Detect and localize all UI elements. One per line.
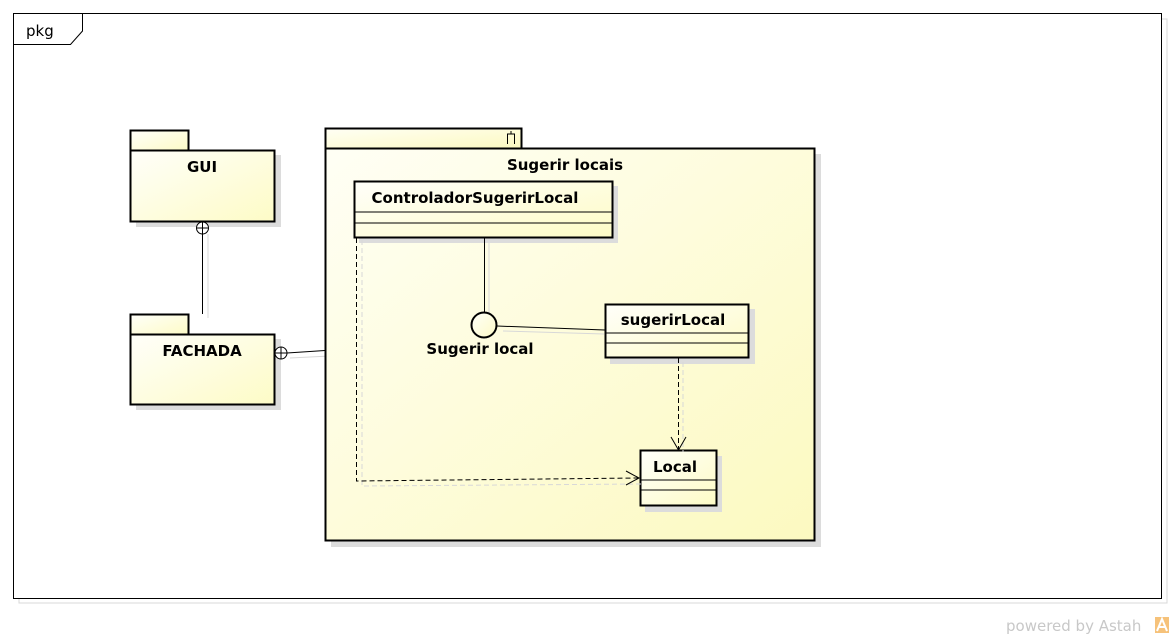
class-local[interactable]: Local — [639, 449, 723, 513]
dependency-sugerir-local — [670, 358, 687, 452]
package-gui[interactable]: GUI — [129, 129, 282, 228]
subsystem-icon — [507, 131, 515, 144]
dependency-controlador-local — [356, 238, 644, 487]
astah-logo-icon — [1155, 616, 1169, 633]
gui-fachada-nesting — [196, 221, 209, 318]
package-fachada[interactable]: FACHADA — [129, 313, 282, 411]
interface-circle-icon — [470, 311, 498, 339]
package-gui-label: GUI — [187, 158, 217, 176]
class-controlador[interactable]: ControladorSugerirLocal — [353, 180, 619, 244]
package-fachada-label: FACHADA — [162, 342, 242, 360]
frame-label: pkg — [26, 22, 54, 40]
class-sugerir-local[interactable]: sugerirLocal — [604, 303, 756, 365]
class-local-label: Local — [653, 458, 697, 476]
class-sugerir-local-label: sugerirLocal — [621, 311, 725, 329]
powered-by-footer: powered by Astah — [1006, 616, 1169, 635]
fachada-sugerir-nesting — [274, 346, 331, 360]
class-controlador-label: ControladorSugerirLocal — [372, 189, 579, 207]
interface-sugerir-local[interactable]: Sugerir local — [426, 238, 606, 358]
interface-label: Sugerir local — [426, 340, 533, 358]
package-sugerir-label: Sugerir locais — [507, 156, 623, 174]
powered-by-text: powered by Astah — [1006, 617, 1141, 635]
